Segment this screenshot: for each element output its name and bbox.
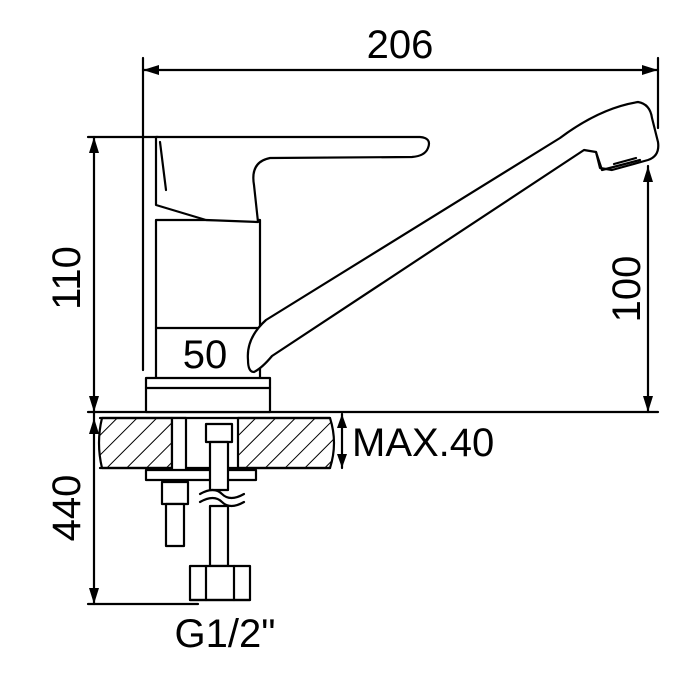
hose-length-label: 440 bbox=[45, 475, 89, 542]
faucet-body bbox=[144, 218, 272, 414]
spout-height-label: 100 bbox=[605, 256, 649, 323]
hose-length-dimension bbox=[86, 410, 200, 606]
max-thickness-label: MAX.40 bbox=[352, 421, 494, 465]
spout-height-dimension bbox=[643, 164, 653, 414]
body-height-dimension bbox=[86, 135, 160, 414]
supply-hose bbox=[188, 422, 252, 602]
body-height-label: 110 bbox=[45, 246, 89, 310]
spout bbox=[246, 100, 660, 374]
overall-length-label: 206 bbox=[367, 23, 434, 67]
counter-thickness-dimension bbox=[337, 412, 347, 470]
connection-thread-label: G1/2" bbox=[175, 612, 276, 656]
overall-length-dimension bbox=[141, 56, 660, 372]
countertop-section bbox=[97, 416, 336, 470]
mounting-stud bbox=[144, 416, 258, 548]
body-diameter-label: 50 bbox=[183, 333, 228, 377]
lever-handle bbox=[154, 135, 431, 224]
